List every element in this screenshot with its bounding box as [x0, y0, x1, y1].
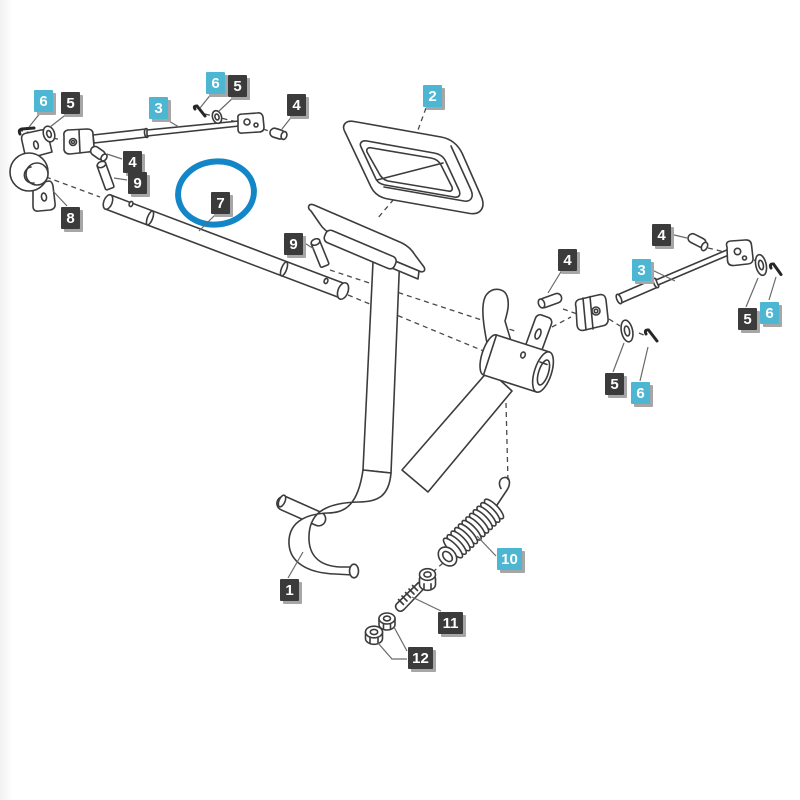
pedal-arm-bottom-bend: [288, 469, 392, 576]
cotter-pin-center: [643, 328, 659, 343]
callout-4-right-pin: 4: [652, 224, 671, 246]
callout-6-mid-cotter: 6: [206, 72, 225, 94]
highlight-ellipse-part-7: [175, 158, 257, 228]
shaft-part-7: [102, 193, 350, 301]
cotter-pin-left: [17, 126, 36, 136]
callout-1-pedal-arm: 1: [280, 579, 299, 601]
eyebolt-part-11: [394, 567, 437, 613]
left-edge-shading: [0, 0, 12, 800]
cotter-pin-mid: [192, 104, 207, 118]
left-rod-part-3: [17, 104, 288, 191]
callout-10-spring: 10: [497, 548, 522, 570]
cotter-pin-right: [768, 262, 783, 276]
rod-end-left: [237, 112, 265, 134]
pedal-pad-part-2: [342, 120, 484, 215]
nuts-part-12: [364, 612, 396, 646]
hub-bore: [536, 359, 551, 386]
callout-4-hub-pin: 4: [558, 249, 577, 271]
callout-3-right-rod: 3: [632, 259, 651, 281]
callout-5-left-washer: 5: [61, 92, 80, 114]
tube-end-opening: [348, 563, 360, 579]
callout-9-left-rollpin: 9: [128, 172, 147, 194]
callout-6-left-cotter: 6: [34, 90, 53, 112]
callout-12-nuts: 12: [408, 647, 433, 669]
callout-6-center-cotter: 6: [631, 382, 650, 404]
pedal-arm-part-1: [276, 240, 513, 579]
spring-hook-lever: [482, 288, 512, 344]
callout-2-pedal-pad: 2: [423, 85, 442, 107]
callout-5-right-washer: 5: [738, 308, 757, 330]
plate-crossbar: [323, 229, 397, 270]
pedal-hub: [479, 288, 563, 393]
callout-8-bracket: 8: [61, 207, 80, 229]
pedal-arm-upper-strip: [362, 240, 401, 474]
callout-11-eyebolt: 11: [438, 612, 463, 634]
callout-4-top-pin: 4: [287, 94, 306, 116]
pedal-plate: [307, 203, 426, 280]
bracket-part-8: [9, 129, 56, 212]
callout-3-left-rod: 3: [149, 97, 168, 119]
callout-5-mid-washer: 5: [228, 75, 247, 97]
callout-leader-lines: [28, 92, 777, 660]
right-rod-part-3: [574, 232, 783, 343]
pedal-arm-hub-tube: [401, 369, 513, 493]
callout-6-right-cotter: 6: [760, 302, 779, 324]
spring-top-hook: [496, 476, 511, 506]
callout-9-plate-rollpin: 9: [284, 233, 303, 255]
pad-recess: [359, 140, 461, 198]
spring-part-10: [437, 476, 511, 567]
callout-5-center-washer: 5: [605, 373, 624, 395]
callout-7-shaft: 7: [211, 192, 230, 214]
callout-4-left-pin: 4: [123, 151, 142, 173]
